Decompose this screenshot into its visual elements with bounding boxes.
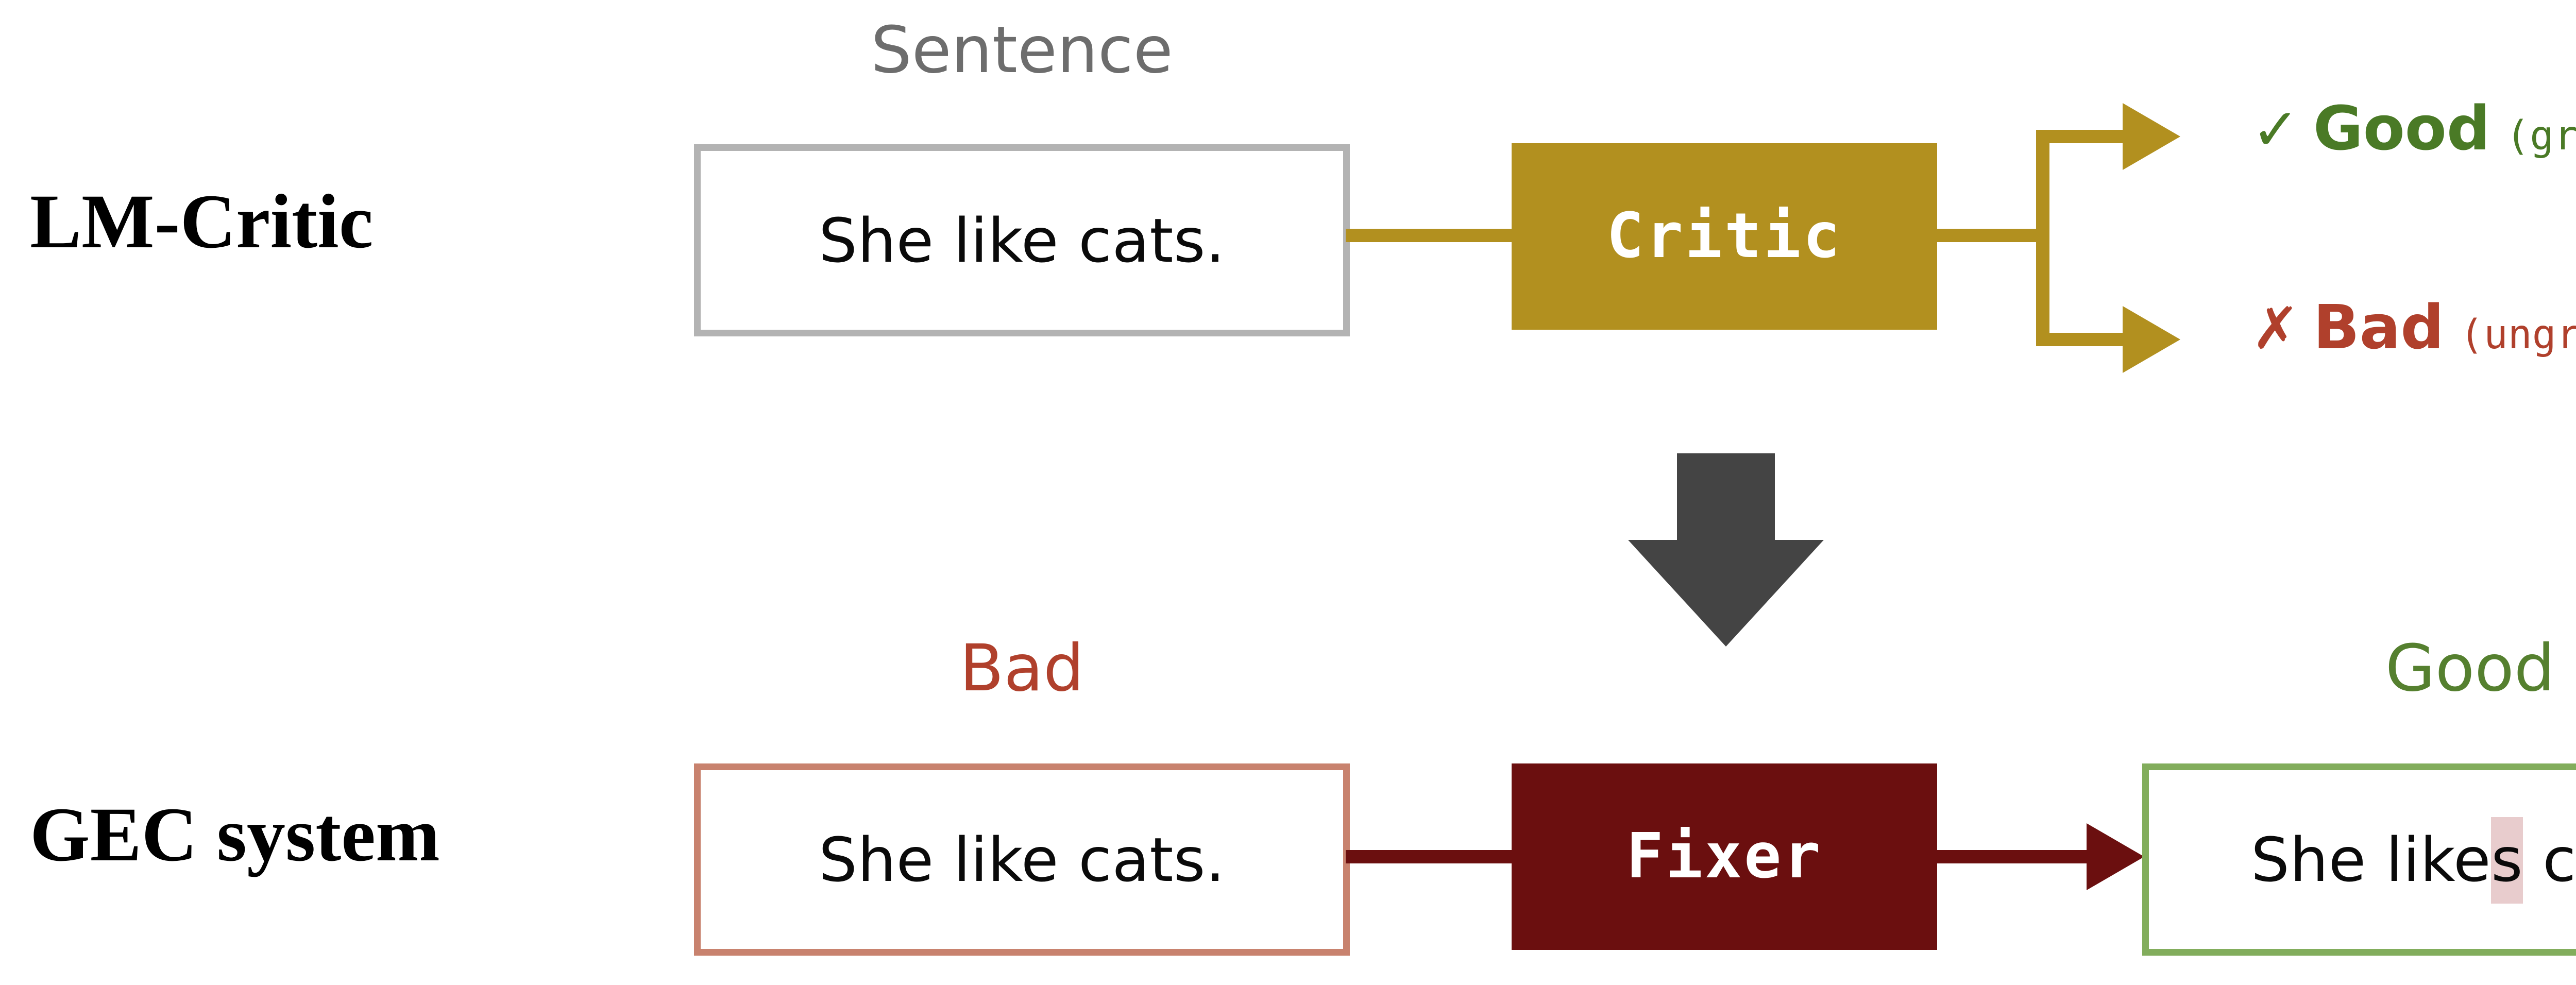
connector-critic-out <box>1933 229 2047 242</box>
sentence-box: She like cats. <box>694 144 1350 336</box>
cross-icon: ✗ <box>2251 295 2300 362</box>
gec-system-row-label: GEC system <box>30 792 440 877</box>
good-sentence-box: She likes cats. <box>2142 763 2576 956</box>
sentence-caption: Sentence <box>871 13 1173 88</box>
fixer-label: Fixer <box>1626 821 1823 892</box>
connector-branch-stem <box>2036 130 2049 346</box>
bad-sentence-box: She like cats. <box>694 763 1350 956</box>
connector-branch-down <box>2036 333 2129 346</box>
good-text-highlight: s <box>2491 817 2523 904</box>
arrowhead-bad-icon <box>2123 306 2180 373</box>
connector-sentence-to-critic <box>1346 229 1516 242</box>
critic-box: Critic <box>1512 143 1937 330</box>
arrowhead-fixer-icon <box>2087 823 2144 890</box>
bad-sentence-text: She like cats. <box>818 824 1226 895</box>
fixer-box: Fixer <box>1512 763 1937 950</box>
check-icon: ✓ <box>2251 96 2300 163</box>
connector-branch-up <box>2036 130 2129 143</box>
good-caption: Good <box>2385 631 2555 706</box>
verdict-good-note: (grammatical) <box>2505 113 2576 159</box>
down-arrow-icon <box>1628 453 1824 647</box>
critic-label: Critic <box>1606 200 1842 272</box>
bad-caption: Bad <box>959 631 1084 706</box>
lm-critic-row-label: LM-Critic <box>30 179 374 264</box>
verdict-good-word: Good <box>2313 93 2490 164</box>
good-sentence-text: She likes cats. <box>2251 817 2576 904</box>
connector-fixer-to-good <box>1933 850 2098 863</box>
verdict-good: ✓ Good (grammatical) <box>2251 98 2576 159</box>
good-text-after: cats. <box>2543 824 2576 895</box>
sentence-text: She like cats. <box>818 205 1226 276</box>
verdict-bad-note: (ungrammatical) <box>2459 312 2576 358</box>
arrowhead-good-icon <box>2123 103 2180 170</box>
verdict-bad-word: Bad <box>2313 292 2444 363</box>
good-text-before: She like <box>2250 824 2492 895</box>
verdict-bad: ✗ Bad (ungrammatical) <box>2251 297 2576 358</box>
connector-bad-to-fixer <box>1346 850 1516 863</box>
